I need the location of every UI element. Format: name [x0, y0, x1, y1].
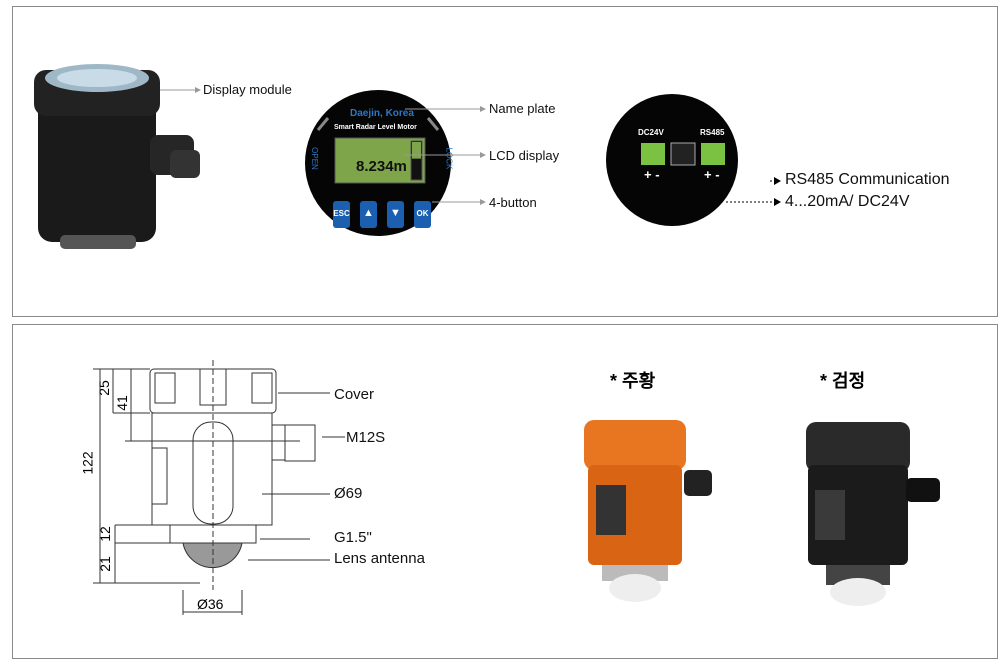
device-photo	[34, 64, 201, 249]
lens-antenna-callout: Lens antenna	[334, 550, 425, 567]
wiring-terminal	[606, 94, 781, 226]
rs-polarity: + -	[704, 167, 720, 182]
lcd-display-label: LCD display	[489, 148, 560, 163]
dim-lens: 21	[96, 556, 113, 572]
lock-text: LOCK	[444, 147, 454, 170]
dc-polarity: + -	[644, 167, 660, 182]
open-text: OPEN	[309, 147, 319, 170]
dimension-drawing	[93, 360, 345, 615]
black-variant-label: * 검정	[820, 371, 866, 391]
orange-variant-label: * 주황	[610, 371, 656, 391]
dim-thread: 12	[96, 526, 113, 542]
cover-callout: Cover	[334, 386, 375, 403]
product-text: Smart Radar Level Motor	[334, 124, 417, 131]
display-module	[305, 90, 486, 236]
dim-total: 122	[79, 451, 96, 475]
body-diameter-callout: Ø69	[334, 485, 363, 502]
esc-button[interactable]: ESC	[333, 209, 350, 218]
dimensions-panel	[12, 324, 998, 659]
dim-lens-diameter: Ø36	[197, 596, 224, 612]
rs485-communication-label: RS485 Communication	[785, 171, 950, 188]
brand-text: Daejin, Korea	[350, 108, 414, 119]
up-button[interactable]: ▲	[363, 207, 374, 219]
black-variant-photo	[806, 422, 940, 606]
four-button-label: 4-button	[489, 195, 537, 210]
dc24v-terminal-label: DC24V	[638, 128, 664, 137]
orange-variant-photo	[584, 420, 712, 602]
m12s-callout: M12S	[346, 429, 386, 446]
dim-cover: 25	[95, 380, 112, 396]
ok-button[interactable]: OK	[416, 209, 429, 218]
rs485-terminal-label: RS485	[700, 128, 725, 137]
features-panel	[12, 6, 998, 317]
dim-m12s: 41	[113, 395, 130, 411]
current-output-label: 4...20mA/ DC24V	[785, 193, 910, 210]
display-module-label: Display module	[203, 82, 292, 97]
down-button[interactable]: ▼	[390, 207, 401, 219]
thread-callout: G1.5"	[334, 529, 372, 546]
lcd-reading: 8.234m	[356, 158, 407, 175]
name-plate-label: Name plate	[489, 101, 556, 116]
level-bar	[412, 142, 421, 159]
